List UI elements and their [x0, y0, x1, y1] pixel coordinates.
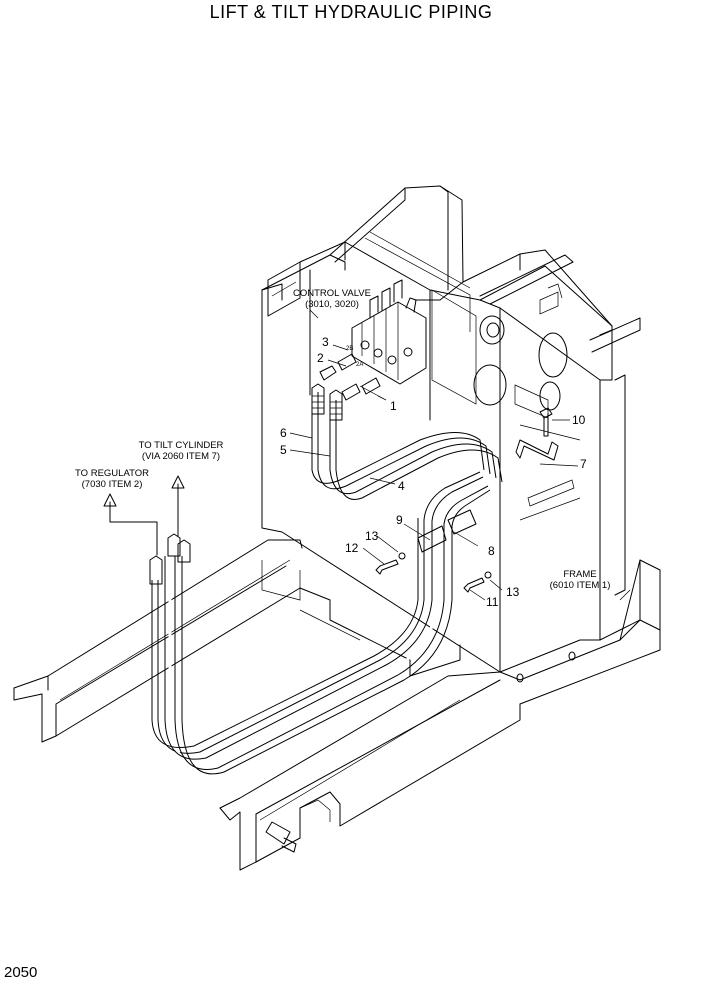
frame-label: FRAME: [563, 569, 596, 580]
callout-10: 10: [572, 413, 586, 427]
port-2b-label: 2B: [346, 346, 353, 352]
page-number: 2050: [4, 964, 38, 981]
leader-lines: [289, 309, 631, 601]
port-2a-label: 2A: [356, 362, 363, 368]
control-valve-label: CONTROL VALVE: [293, 288, 371, 299]
callout-11: 11: [486, 595, 499, 609]
control-valve-ref: (3010, 3020): [305, 299, 359, 310]
callout-3: 3: [322, 335, 329, 349]
regulator-label: TO REGULATOR: [75, 468, 149, 479]
callout-12: 12: [345, 541, 359, 555]
tilt-cylinder-label: TO TILT CYLINDER: [139, 440, 224, 451]
callout-9: 9: [396, 513, 403, 527]
callout-8: 8: [488, 544, 495, 558]
callout-7: 7: [580, 457, 587, 471]
control-valve: [351, 279, 477, 405]
labels: CONTROL VALVE (3010, 3020) TO TILT CYLIN…: [75, 288, 610, 609]
callout-13-right: 13: [506, 585, 520, 599]
frame-ref: (6010 ITEM 1): [550, 580, 611, 591]
flow-arrows: [103, 475, 185, 556]
frame-tower: [261, 185, 641, 673]
hoses: [149, 353, 559, 775]
callout-5: 5: [280, 443, 287, 457]
callout-6: 6: [280, 426, 287, 440]
tilt-cylinder-ref: (VIA 2060 ITEM 7): [142, 451, 220, 462]
callout-2: 2: [317, 351, 324, 365]
page-title: LIFT & TILT HYDRAULIC PIPING: [209, 2, 493, 22]
regulator-ref: (7030 ITEM 2): [82, 479, 143, 490]
callout-1: 1: [390, 399, 397, 413]
callout-4: 4: [398, 479, 405, 493]
callout-13-left: 13: [365, 529, 379, 543]
chassis-rails: [13, 539, 661, 871]
